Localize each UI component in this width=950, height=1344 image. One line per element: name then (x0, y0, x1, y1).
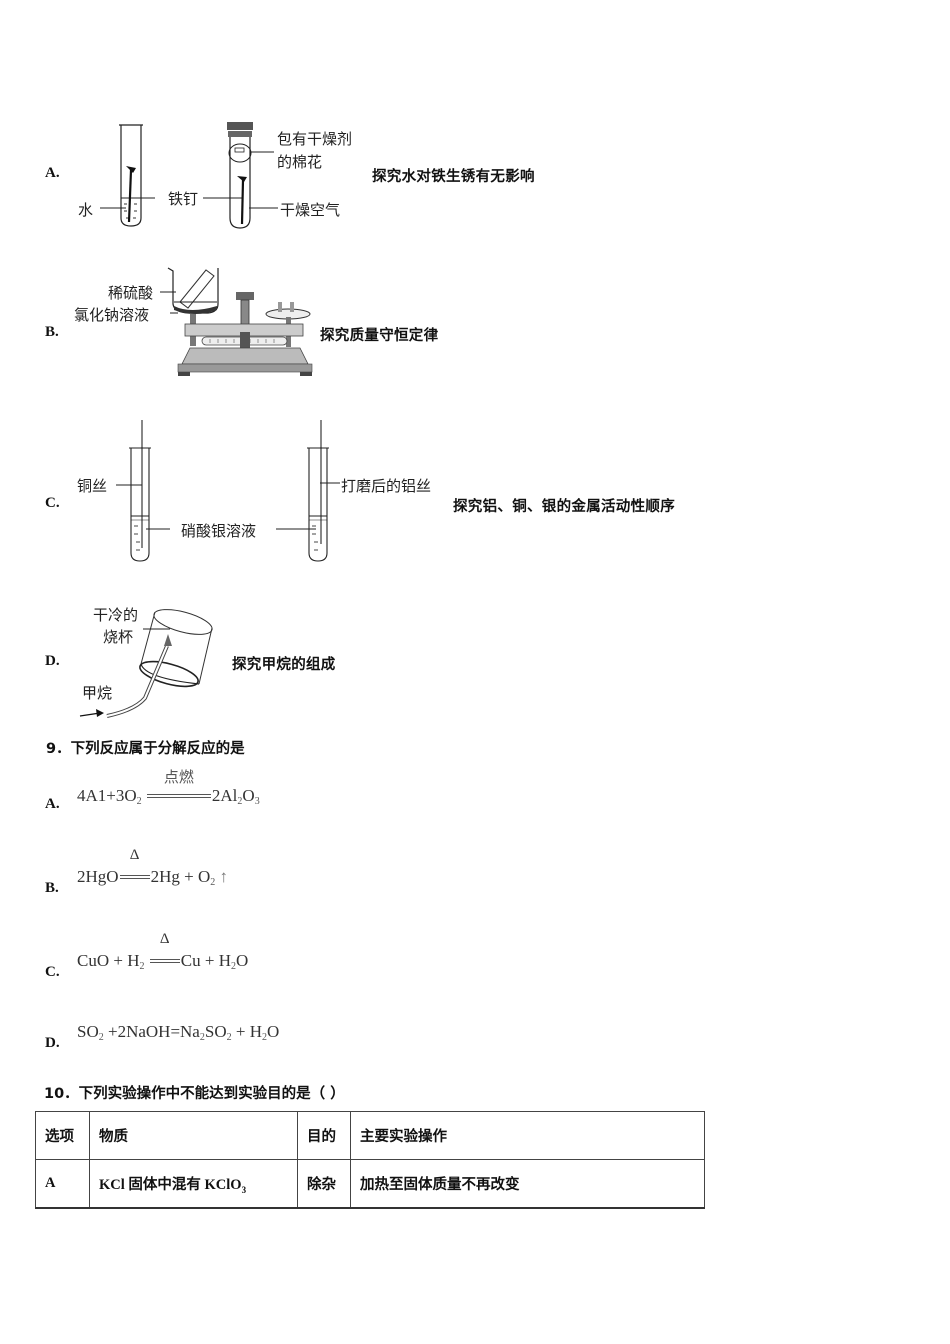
q9-option-c-label: C. (45, 964, 60, 980)
option-b-caption: 探究质量守恒定律 (320, 328, 439, 344)
label-dilute-sulfuric-acid: 稀硫酸 (108, 284, 154, 302)
header-purpose: 目的 (297, 1111, 351, 1160)
q9-option-a-label: A. (45, 796, 60, 812)
iron-rust-experiment-diagram (100, 122, 278, 229)
test-tube-water-icon (119, 124, 143, 227)
label-copper-wire: 铜丝 (77, 477, 108, 495)
cell-purpose: 除杂 (297, 1159, 351, 1209)
reaction-condition-ignite: 点燃 (146, 770, 211, 806)
question-10-table: 选项 物质 目的 主要实验操作 A KCl 固体中混有 KClO3 除杂 加热至… (35, 1111, 705, 1209)
beaker-icon (167, 267, 219, 314)
table-header-row: 选项 物质 目的 主要实验操作 (35, 1111, 705, 1160)
option-b-label: B. (45, 324, 59, 340)
balance-scale-diagram (167, 267, 313, 376)
cell-substance: KCl 固体中混有 KClO3 (89, 1159, 298, 1209)
test-tube-copper-icon (116, 420, 170, 562)
label-iron-nail: 铁钉 (168, 190, 199, 208)
metal-activity-diagram (116, 420, 329, 562)
cell-option: A (35, 1159, 90, 1209)
test-tube-aluminum-icon (276, 420, 329, 562)
label-cotton-desiccant-1: 包有干燥剂 (277, 130, 353, 148)
header-option: 选项 (35, 1111, 90, 1160)
option-d-caption: 探究甲烷的组成 (232, 657, 336, 673)
label-cotton-desiccant-2: 的棉花 (277, 153, 323, 171)
option-a-label: A. (45, 165, 60, 181)
label-methane: 甲烷 (82, 684, 113, 702)
option-a-caption: 探究水对铁生锈有无影响 (372, 169, 535, 185)
label-sodium-chloride-solution: 氯化钠溶液 (74, 306, 150, 324)
cell-operation: 加热至固体质量不再改变 (350, 1159, 705, 1209)
label-dry-air: 干燥空气 (280, 201, 341, 219)
label-polished-aluminum-wire: 打磨后的铝丝 (341, 477, 432, 495)
aluminum-leader-line (320, 482, 340, 484)
question-9-title: 9．下列反应属于分解反应的是 (46, 741, 245, 757)
label-dry-cold-beaker-2: 烧杯 (103, 628, 134, 646)
label-leader-lines (160, 291, 178, 314)
methane-combustion-diagram (79, 609, 213, 718)
tilted-beaker-icon (139, 609, 213, 688)
label-water: 水 (78, 201, 94, 219)
test-tube-dry-air-icon (227, 122, 278, 229)
gas-arrow-icon: ↑ (219, 867, 228, 886)
option-c-caption: 探究铝、铜、银的金属活动性顺序 (453, 499, 675, 515)
header-operation: 主要实验操作 (350, 1111, 705, 1160)
reaction-condition-heat: Δ (119, 847, 150, 887)
header-substance: 物质 (89, 1111, 298, 1160)
option-d-label: D. (45, 653, 60, 669)
table-row: A KCl 固体中混有 KClO3 除杂 加热至固体质量不再改变 (35, 1159, 705, 1209)
label-dry-cold-beaker-1: 干冷的 (93, 606, 139, 624)
option-c-label: C. (45, 495, 60, 511)
question-10-title: 10．下列实验操作中不能达到实验目的是（ ） (44, 1086, 345, 1102)
label-silver-nitrate-solution: 硝酸银溶液 (181, 522, 257, 540)
q9-option-d-equation: SO2 +2NaOH=Na2SO2 + H2O (77, 1022, 280, 1043)
reaction-condition-heat: Δ (149, 931, 180, 971)
q9-option-d-label: D. (45, 1035, 60, 1051)
q9-option-b-label: B. (45, 880, 59, 896)
